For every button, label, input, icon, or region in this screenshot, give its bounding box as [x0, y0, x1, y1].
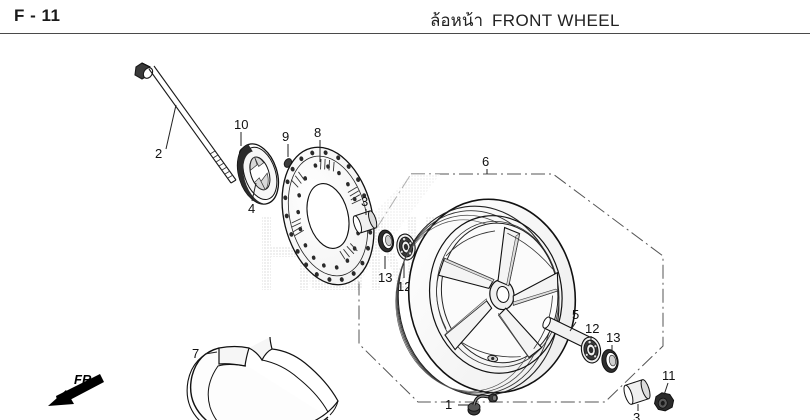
callout-label-9: 9 [282, 129, 289, 144]
part-bearing-dust-seal-left [377, 229, 395, 253]
callout-label-13-left: 13 [378, 270, 392, 285]
callout-3-left: 3 [361, 194, 368, 215]
page-header: F - 11 ล้อหน้า FRONT WHEEL [0, 0, 810, 34]
callout-13-right: 13 [606, 330, 620, 351]
callout-label-2: 2 [155, 146, 162, 161]
callout-label-11: 11 [662, 368, 676, 383]
callout-2: 2 [155, 104, 177, 161]
part-wheel-bearing-right [580, 336, 602, 364]
part-side-collar-retainer [236, 143, 280, 205]
callout-label-5: 5 [572, 307, 579, 322]
callout-label-12-left: 12 [397, 279, 411, 294]
callout-6: 6 [482, 154, 489, 169]
callout-label-13-right: 13 [606, 330, 620, 345]
front-direction-arrow-icon [48, 374, 104, 406]
callout-8: 8 [314, 125, 321, 162]
callout-label-3-right: 3 [633, 410, 640, 420]
part-distance-collar-right [623, 379, 651, 405]
callout-label-1: 1 [445, 397, 452, 412]
callout-4: 4 [248, 182, 257, 216]
callout-12-right: 12 [585, 321, 599, 341]
header-divider [0, 33, 810, 34]
page-title: ล้อหน้า FRONT WHEEL [430, 7, 620, 34]
callout-label-8: 8 [314, 125, 321, 140]
callout-1: 1 [445, 397, 469, 412]
part-distance-collar-left [352, 210, 378, 234]
callout-label-6: 6 [482, 154, 489, 169]
page-code: F - 11 [14, 6, 61, 25]
callout-7: 7 [192, 346, 218, 361]
page-title-thai: ล้อหน้า [430, 11, 484, 31]
callout-label-3-left: 3 [361, 194, 368, 209]
page-title-english: FRONT WHEEL [492, 11, 620, 30]
callout-3-right: 3 [633, 404, 640, 420]
part-front-axle [134, 62, 237, 184]
part-front-brake-disc [281, 146, 375, 286]
callout-9: 9 [282, 129, 289, 157]
callout-11: 11 [662, 368, 676, 396]
assembly-boundary-6 [358, 169, 664, 403]
callout-label-7: 7 [192, 346, 199, 361]
callout-10: 10 [234, 117, 248, 146]
callout-13-left: 13 [378, 256, 392, 285]
part-axle-nut [653, 392, 675, 412]
callout-12-left: 12 [397, 262, 411, 294]
callout-5: 5 [569, 307, 579, 332]
part-front-fender [186, 336, 339, 420]
callout-label-12-right: 12 [585, 321, 599, 336]
exploded-parts-diagram: 2 10 [0, 34, 810, 420]
callout-label-10: 10 [234, 117, 248, 132]
part-tire-valve-stem [467, 393, 498, 416]
front-direction-label: FR. [74, 372, 95, 387]
part-bearing-dust-seal-right [601, 349, 619, 373]
callout-label-4: 4 [248, 201, 255, 216]
